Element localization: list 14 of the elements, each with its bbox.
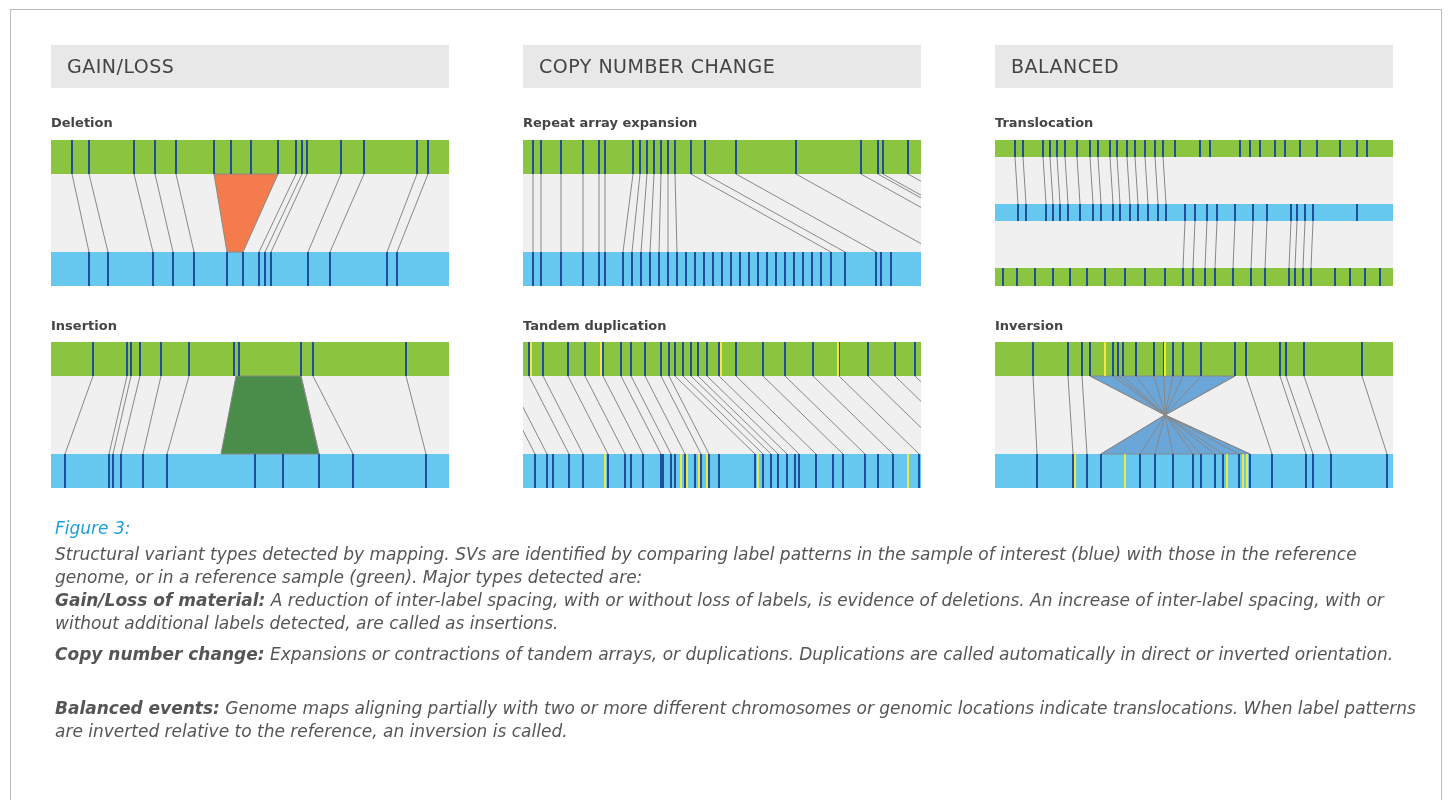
caption-paragraph: Structural variant types detected by mapping. SVs are identified by comparing label patterns in the sample of interest (blue) with those in the reference genome, or in a reference sample (green). Major types detected are: [55, 543, 1358, 589]
category-header: BALANCED [995, 45, 1393, 88]
caption-paragraph: Gain/Loss of material: A reduction of inter-label spacing, with or without loss of labels, is evidence of deletions. An increase of inter-label spacing, with or without additional labels detected, are called as insertions. [55, 589, 1386, 635]
panel-title: Repeat array expansion [523, 115, 698, 130]
panel-title: Deletion [51, 115, 113, 130]
panel-title: Inversion [995, 318, 1064, 333]
figure-label: Figure 3: [55, 517, 132, 540]
panel-title: Translocation [995, 115, 1094, 130]
category-header: GAIN/LOSS [51, 45, 449, 88]
panel-title: Tandem duplication [523, 318, 667, 333]
category-header: COPY NUMBER CHANGE [523, 45, 921, 88]
panel-title: Insertion [51, 318, 117, 333]
caption-paragraph: Balanced events: Genome maps aligning partially with two or more different chromosomes or genomic locations indicate translocations. When label patterns are inverted relative to the reference, an inversion is called. [55, 697, 1417, 743]
caption-paragraph: Copy number change: Expansions or contractions of tandem arrays, or duplications. Duplications are called automatically in direct or inverted orientation. [55, 643, 1395, 666]
